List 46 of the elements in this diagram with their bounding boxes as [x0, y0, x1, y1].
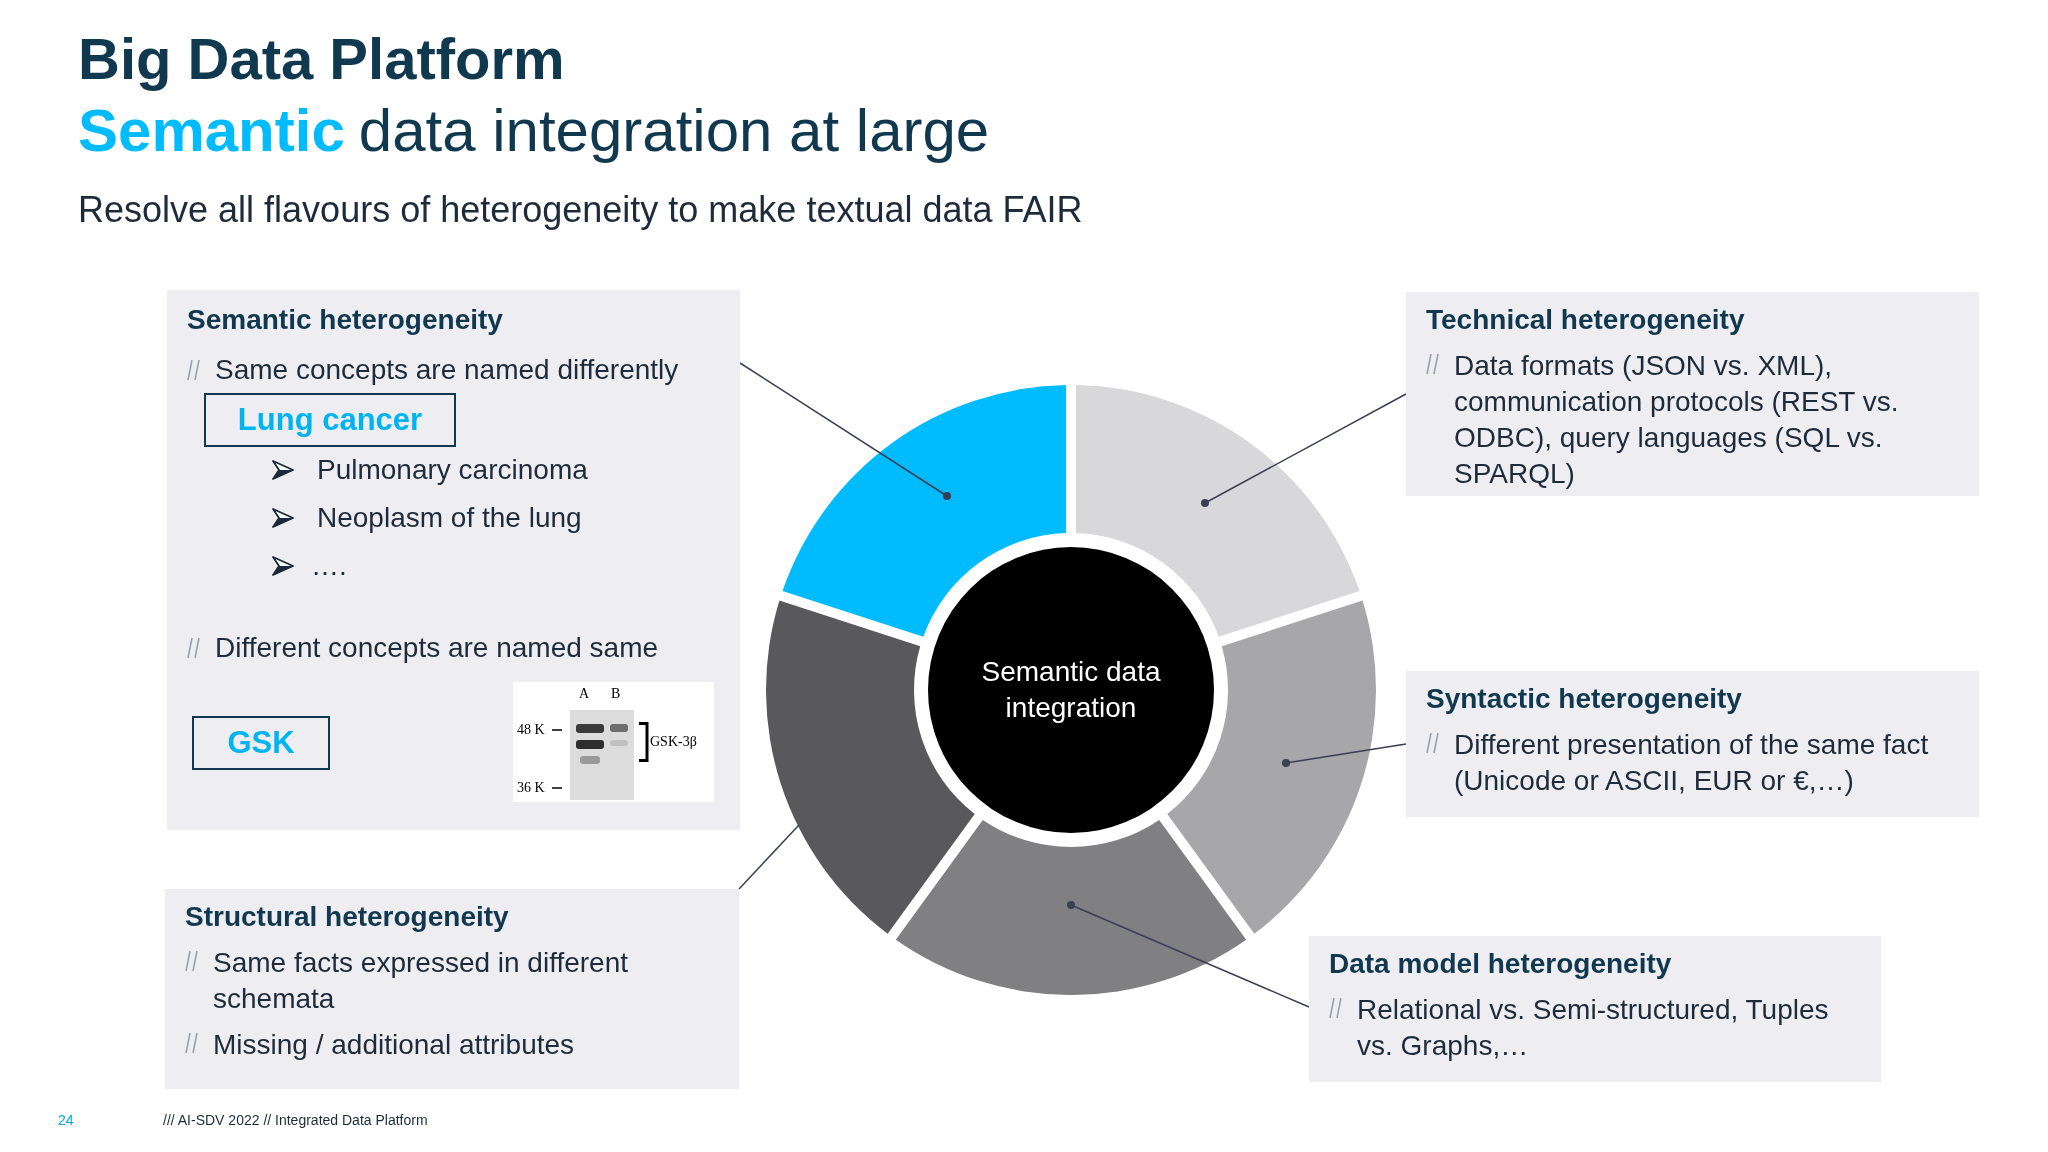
panel-heading: Syntactic heterogeneity: [1426, 682, 1743, 716]
bullet-text: Pulmonary carcinoma: [317, 453, 588, 487]
term-label: Lung cancer: [237, 402, 423, 438]
leader-line: [738, 824, 800, 890]
info-panel: [167, 290, 740, 830]
wheel-segment: [1075, 385, 1360, 637]
info-panel: [1309, 936, 1881, 1082]
panel-heading: Data model heterogeneity: [1329, 947, 1673, 981]
bullet-text: Data formats (JSON vs. XML), communication protocols (REST vs. ODBC), query languages (SQL vs. SPARQL): [1454, 349, 1900, 491]
bullet-text: Missing / additional attributes: [213, 1028, 575, 1062]
hub-label: Semantic data integration: [980, 655, 1162, 725]
bullet-text: Relational vs. Semi-structured, Tuples vs. Graphs,…: [1357, 993, 1830, 1063]
leader-line: [1282, 743, 1407, 767]
info-panel: [1406, 671, 1979, 817]
bullet-text: Neoplasm of the lung: [317, 501, 582, 535]
footer-text: /// AI-SDV 2022 // Integrated Data Platform: [163, 1111, 428, 1129]
bullet-text: Different concepts are named same: [215, 631, 659, 665]
term-box: [204, 393, 456, 447]
wheel-segment: [782, 385, 1067, 637]
subtitle: data integration at large: [358, 96, 990, 166]
bullet-text: Same concepts are named differently: [215, 353, 679, 387]
lane-label: B: [611, 686, 621, 702]
leader-line: [1201, 393, 1407, 507]
subtitle-highlight: Semantic: [78, 96, 345, 166]
leader-line: [1067, 901, 1310, 1008]
panel-heading: Structural heterogeneity: [185, 900, 510, 934]
wheel-segment: [895, 819, 1247, 995]
info-panel: [1406, 292, 1979, 496]
bullet-text: Different presentation of the same fact (Unicode or ASCII, EUR or €,…): [1454, 728, 1930, 798]
slide-title: Big Data Platform: [78, 26, 565, 92]
tagline: Resolve all flavours of heterogeneity to make textual data FAIR: [78, 188, 1083, 232]
term-box: [192, 716, 330, 770]
protein-label: GSK-3β: [650, 734, 697, 750]
lane-label: A: [579, 686, 590, 702]
bullet-text: Same facts expressed in different schemata: [213, 946, 630, 1016]
panel-heading: Semantic heterogeneity: [187, 303, 503, 337]
leader-line: [739, 362, 951, 500]
page-number: 24: [58, 1111, 74, 1129]
term-label: GSK: [227, 725, 295, 761]
info-panel: [165, 889, 739, 1089]
wheel-segment: [1167, 600, 1376, 934]
marker-label: 36 K: [517, 780, 545, 796]
panel-heading: Technical heterogeneity: [1426, 303, 1746, 337]
marker-label: 48 K: [517, 722, 545, 738]
wheel-segment: [766, 600, 975, 934]
bullet-text: ….: [311, 549, 347, 583]
